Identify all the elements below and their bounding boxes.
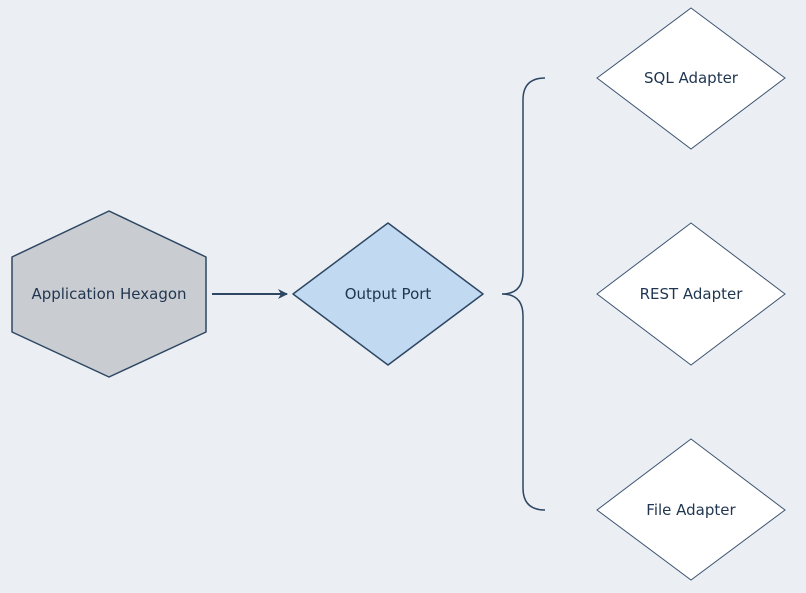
sql-adapter-node[interactable]: SQL Adapter bbox=[596, 7, 786, 150]
rest-adapter-shape bbox=[596, 222, 786, 366]
sql-adapter-label: SQL Adapter bbox=[644, 69, 739, 87]
output-port-shape bbox=[292, 222, 484, 366]
output-port-label: Output Port bbox=[345, 285, 432, 303]
rest-adapter-node[interactable]: REST Adapter bbox=[596, 222, 786, 366]
file-adapter-shape bbox=[596, 438, 786, 581]
file-adapter-label: File Adapter bbox=[646, 501, 736, 519]
application-hexagon-node[interactable]: Application Hexagon bbox=[11, 210, 207, 378]
hexagon-shape bbox=[11, 210, 207, 378]
file-adapter-node[interactable]: File Adapter bbox=[596, 438, 786, 581]
sql-adapter-shape bbox=[596, 7, 786, 150]
adapter-group-brace bbox=[501, 77, 546, 511]
hexagon-label: Application Hexagon bbox=[31, 285, 186, 303]
output-port-node[interactable]: Output Port bbox=[292, 222, 484, 366]
rest-adapter-label: REST Adapter bbox=[640, 285, 744, 303]
